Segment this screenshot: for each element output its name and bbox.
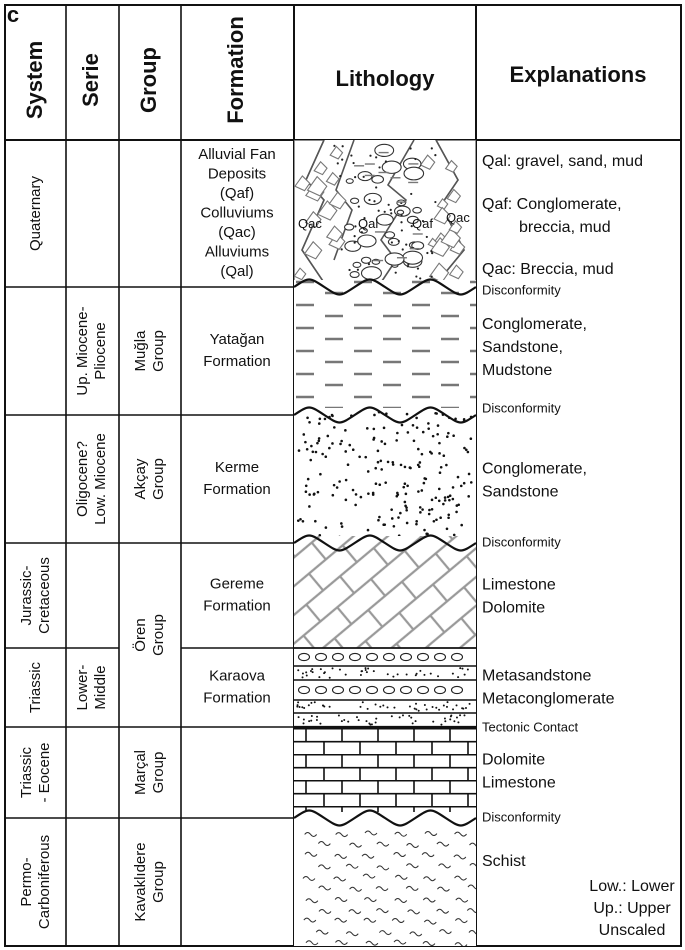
- contact-label: Disconformity: [482, 400, 561, 415]
- disconformity-line: [293, 809, 477, 827]
- group-cell: Group: [150, 614, 167, 656]
- system-cell: - Eocene: [36, 742, 53, 802]
- header-lithology: Lithology: [336, 66, 436, 91]
- kerme-lithology: [294, 408, 476, 546]
- serie-cell: Pliocene: [92, 322, 109, 380]
- header-system: System: [22, 41, 47, 119]
- lithology-label: Qac: [446, 210, 470, 225]
- explanation-text: Dolomite: [482, 752, 545, 769]
- contact-label: Disconformity: [482, 282, 561, 297]
- gereme-lithology: [294, 536, 476, 648]
- lithology-column: Qac Qal Qaf Qac: [293, 140, 477, 946]
- disconformity-line: [293, 278, 477, 296]
- contact-label: Tectonic Contact: [482, 719, 578, 734]
- serie-cell: Lower-: [74, 665, 91, 711]
- lithology-label: Qal: [358, 216, 378, 231]
- disconformity-line: [293, 406, 477, 424]
- kavaklidere-lithology: [294, 812, 476, 946]
- explanation-text: Conglomerate,: [482, 461, 587, 478]
- contact-label: Disconformity: [482, 534, 561, 549]
- karaova-lithology: [294, 648, 476, 727]
- serie-cell: Low. Miocene: [92, 433, 109, 525]
- serie-cell: Oligocene?: [74, 441, 91, 517]
- header-serie: Serie: [78, 53, 103, 107]
- legend-text: Up.: Upper: [593, 900, 671, 917]
- explanation-text: Sandstone: [482, 484, 559, 501]
- legend-text: Low.: Lower: [589, 878, 675, 895]
- formation-cell: Deposits: [208, 165, 266, 182]
- system-cell: Triassic: [18, 746, 35, 798]
- group-cell: Group: [150, 752, 167, 794]
- system-cell: Carboniferous: [36, 835, 53, 929]
- yatagan-lithology: [294, 280, 476, 418]
- explanation-text: Limestone: [482, 577, 556, 594]
- system-cell: Quaternary: [27, 175, 44, 251]
- explanation-text: Conglomerate,: [482, 316, 587, 333]
- formation-cell: Kerme: [215, 459, 259, 476]
- formation-cell: Karaova: [209, 667, 266, 684]
- explanation-text: Dolomite: [482, 600, 545, 617]
- formation-cell: (Qac): [218, 224, 256, 241]
- explanation-text: Qal: gravel, sand, mud: [482, 153, 643, 170]
- explanation-text: Qac: Breccia, mud: [482, 261, 614, 278]
- formation-cell: (Qaf): [220, 185, 254, 202]
- quaternary-lithology: Qac Qal Qaf Qac: [294, 140, 476, 290]
- panel-label: c: [7, 2, 19, 27]
- serie-cell: Middle: [92, 665, 109, 709]
- formation-cell: (Qal): [220, 263, 253, 280]
- lithology-label: Qaf: [412, 216, 433, 231]
- serie-cell: Up. Miocene-: [74, 306, 91, 395]
- formation-cell: Gereme: [210, 575, 264, 592]
- system-cell: Triassic: [27, 661, 44, 713]
- system-cell: Jurassic-: [18, 565, 35, 625]
- contact-label: Disconformity: [482, 809, 561, 824]
- legend-text: Unscaled: [599, 922, 666, 939]
- disconformity-line: [293, 534, 477, 552]
- system-cell: Permo-: [18, 857, 35, 906]
- explanation-text: Metaconglomerate: [482, 691, 615, 708]
- group-cell: Group: [150, 861, 167, 903]
- formation-cell: Yatağan: [210, 331, 265, 348]
- group-cell: Group: [150, 330, 167, 372]
- formation-cell: Formation: [203, 597, 271, 614]
- system-cell: Cretaceous: [36, 557, 53, 634]
- header-group: Group: [136, 47, 161, 113]
- header-formation: Formation: [223, 16, 248, 124]
- formation-cell: Colluviums: [200, 204, 273, 221]
- explanation-text: Limestone: [482, 775, 556, 792]
- group-cell: Group: [150, 458, 167, 500]
- formation-cell: Formation: [203, 481, 271, 498]
- explanation-text: Mudstone: [482, 362, 552, 379]
- explanation-text: Metasandstone: [482, 668, 592, 685]
- header-explanations: Explanations: [510, 62, 647, 87]
- group-cell: Kavaklıdere: [132, 842, 149, 921]
- marcal-lithology: [294, 727, 476, 812]
- explanation-text: Schist: [482, 853, 526, 870]
- group-cell: Muğla: [132, 330, 149, 372]
- explanation-text: Qaf: Conglomerate,: [482, 196, 622, 213]
- explanation-text: Sandstone,: [482, 339, 563, 356]
- formation-cell: Formation: [203, 353, 271, 370]
- group-cell: Akçay: [132, 458, 149, 499]
- group-cell: Marçal: [132, 750, 149, 795]
- lithology-label: Qac: [298, 216, 322, 231]
- formation-cell: Formation: [203, 689, 271, 706]
- formation-cell: Alluviums: [205, 243, 269, 260]
- explanation-text: breccia, mud: [519, 219, 611, 236]
- group-cell: Ören: [131, 618, 149, 651]
- formation-cell: Alluvial Fan: [198, 146, 276, 163]
